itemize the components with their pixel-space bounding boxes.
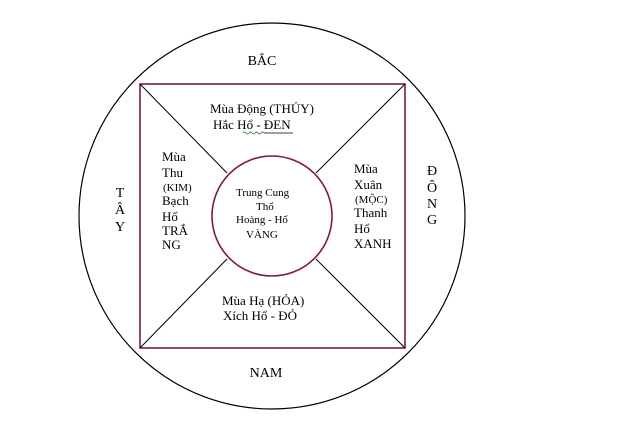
east-region-line-5: Hổ <box>354 221 370 236</box>
west-label-char-3: Y <box>115 220 125 235</box>
west-region-line-4: Bạch <box>162 193 189 208</box>
west-region-line-6: TRẮ <box>162 223 189 238</box>
north-region-line-1: Mùa Động (THỦY) <box>210 101 314 116</box>
west-region-line-1: Mùa <box>162 149 186 164</box>
diagonal-nw <box>139 83 228 174</box>
west-region-line-7: NG <box>162 237 181 252</box>
east-label-char-3: N <box>427 197 437 212</box>
inner-square <box>139 83 406 349</box>
diagonal-sw <box>139 258 228 349</box>
east-label-char-4: G <box>427 213 437 228</box>
north-region-line-2: Hắc Hổ - ĐEN <box>213 117 291 132</box>
east-label-char-1: Đ <box>427 164 437 179</box>
diagonal-se <box>315 258 406 349</box>
center-line-2: Thổ <box>256 201 274 213</box>
west-label-char-2: Â <box>115 201 126 218</box>
east-region-line-1: Mùa <box>354 161 378 176</box>
spell-squiggle <box>242 131 265 135</box>
east-region-line-2: Xuân <box>354 177 383 192</box>
center-line-3: Hoàng - Hổ <box>236 214 288 226</box>
south-label: NAM <box>250 366 283 381</box>
outer-circle <box>78 22 466 410</box>
center-line-1: Trung Cung <box>236 187 290 199</box>
north-region-line-2-prefix: Hắc Hổ - <box>213 117 264 132</box>
west-region-line-2: Thu <box>162 165 183 180</box>
north-label: BẮC <box>248 52 277 69</box>
center-line-4: VÀNG <box>246 229 278 241</box>
west-region-line-3: (KIM) <box>163 182 192 194</box>
east-region-line-4: Thanh <box>354 205 388 220</box>
east-label-char-2: Ô <box>427 179 437 196</box>
south-region-line-2: Xích Hổ - ĐỎ <box>223 308 297 323</box>
west-label-char-1: T <box>116 186 125 201</box>
east-region-line-3: (MỘC) <box>355 194 388 206</box>
north-region-line-2-color: ĐEN <box>264 117 291 132</box>
south-region-line-1: Mùa Hạ (HỎA) <box>222 293 304 308</box>
diagonal-ne <box>315 83 406 174</box>
center-circle <box>211 155 333 277</box>
east-region-line-6: XANH <box>354 236 392 251</box>
west-region-line-5: Hổ <box>162 209 178 224</box>
